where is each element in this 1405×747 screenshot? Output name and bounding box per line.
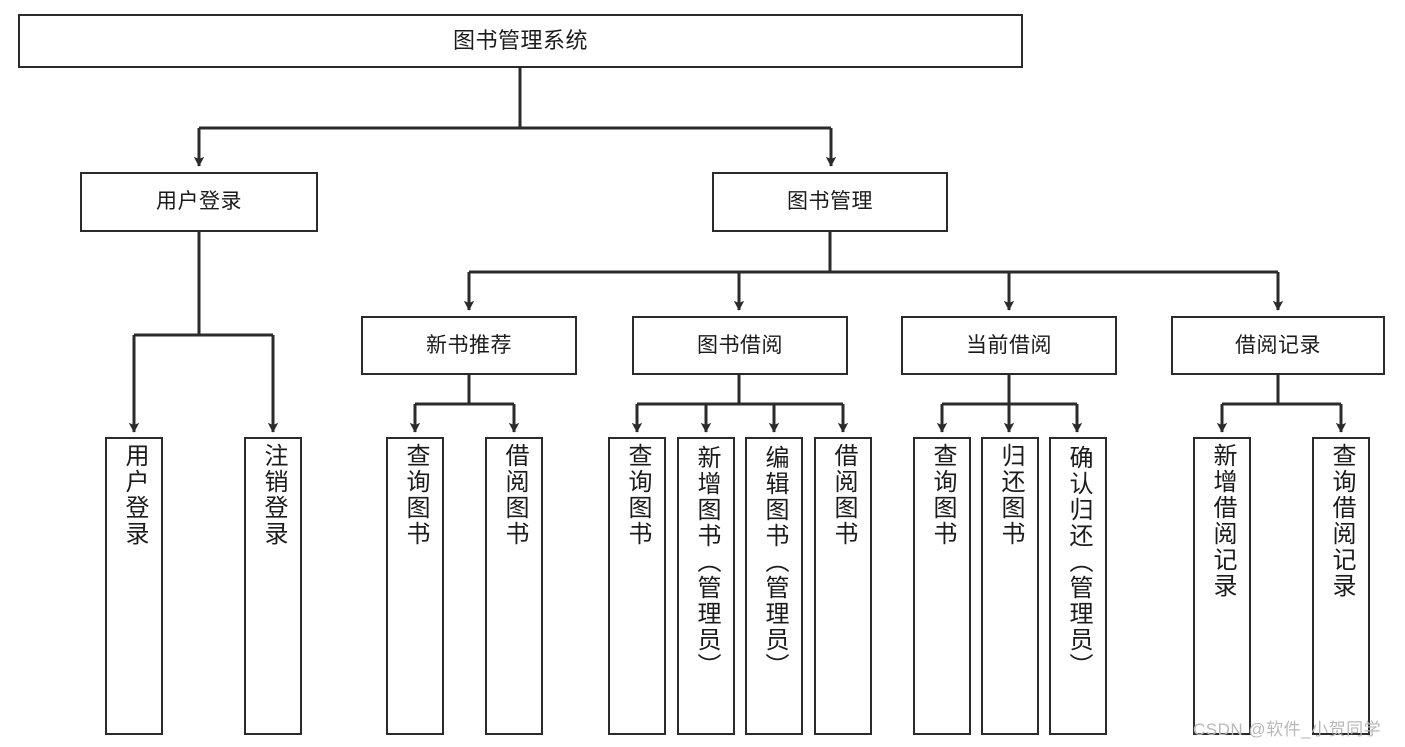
leaf-return-book[interactable]: 归还图书 <box>981 437 1039 735</box>
node-label: 图书借阅 <box>697 333 783 357</box>
node-borrow-record[interactable]: 借阅记录 <box>1171 316 1385 375</box>
leaf-add-borrow-record[interactable]: 新增借阅记录 <box>1193 437 1251 735</box>
leaf-borrow-book-borrow[interactable]: 借阅图书 <box>814 437 872 735</box>
node-new-book-recommend[interactable]: 新书推荐 <box>361 316 577 375</box>
node-label: 注销登录 <box>260 443 287 547</box>
node-label: 图书管理 <box>787 190 873 214</box>
node-label: 借阅记录 <box>1235 333 1321 357</box>
leaf-query-book-borrow[interactable]: 查询图书 <box>608 437 666 735</box>
node-label: 图书管理系统 <box>452 27 588 53</box>
node-label: 查询图书 <box>624 443 651 547</box>
node-label: 新增借阅记录 <box>1209 443 1236 599</box>
node-current-borrow[interactable]: 当前借阅 <box>901 316 1117 375</box>
leaf-confirm-return-admin[interactable]: 确认归还（管理员） <box>1049 437 1107 735</box>
node-user-login[interactable]: 用户登录 <box>80 172 318 232</box>
node-label: 查询图书 <box>402 443 429 547</box>
node-label: 确认归还（管理员） <box>1065 445 1092 679</box>
leaf-query-borrow-record[interactable]: 查询借阅记录 <box>1312 437 1370 735</box>
node-label: 新增图书（管理员） <box>693 445 720 679</box>
node-label: 查询图书 <box>929 443 956 547</box>
leaf-query-book-current[interactable]: 查询图书 <box>913 437 971 735</box>
leaf-borrow-book-new[interactable]: 借阅图书 <box>485 437 543 735</box>
leaf-logout[interactable]: 注销登录 <box>244 437 302 735</box>
leaf-query-book-new[interactable]: 查询图书 <box>386 437 444 735</box>
leaf-add-book-admin[interactable]: 新增图书（管理员） <box>677 437 735 735</box>
node-label: 归还图书 <box>997 443 1024 547</box>
node-label: 用户登录 <box>121 443 148 547</box>
node-book-borrow[interactable]: 图书借阅 <box>632 316 848 375</box>
node-label: 查询借阅记录 <box>1328 443 1355 599</box>
node-label: 新书推荐 <box>426 333 512 357</box>
node-book-manage[interactable]: 图书管理 <box>712 172 948 232</box>
leaf-edit-book-admin[interactable]: 编辑图书（管理员） <box>745 437 803 735</box>
leaf-user-login[interactable]: 用户登录 <box>105 437 163 735</box>
node-label: 编辑图书（管理员） <box>761 445 788 679</box>
node-label: 借阅图书 <box>501 443 528 547</box>
node-label: 当前借阅 <box>966 333 1052 357</box>
node-label: 用户登录 <box>156 190 242 214</box>
node-label: 借阅图书 <box>830 443 857 547</box>
node-root-system[interactable]: 图书管理系统 <box>18 14 1023 68</box>
